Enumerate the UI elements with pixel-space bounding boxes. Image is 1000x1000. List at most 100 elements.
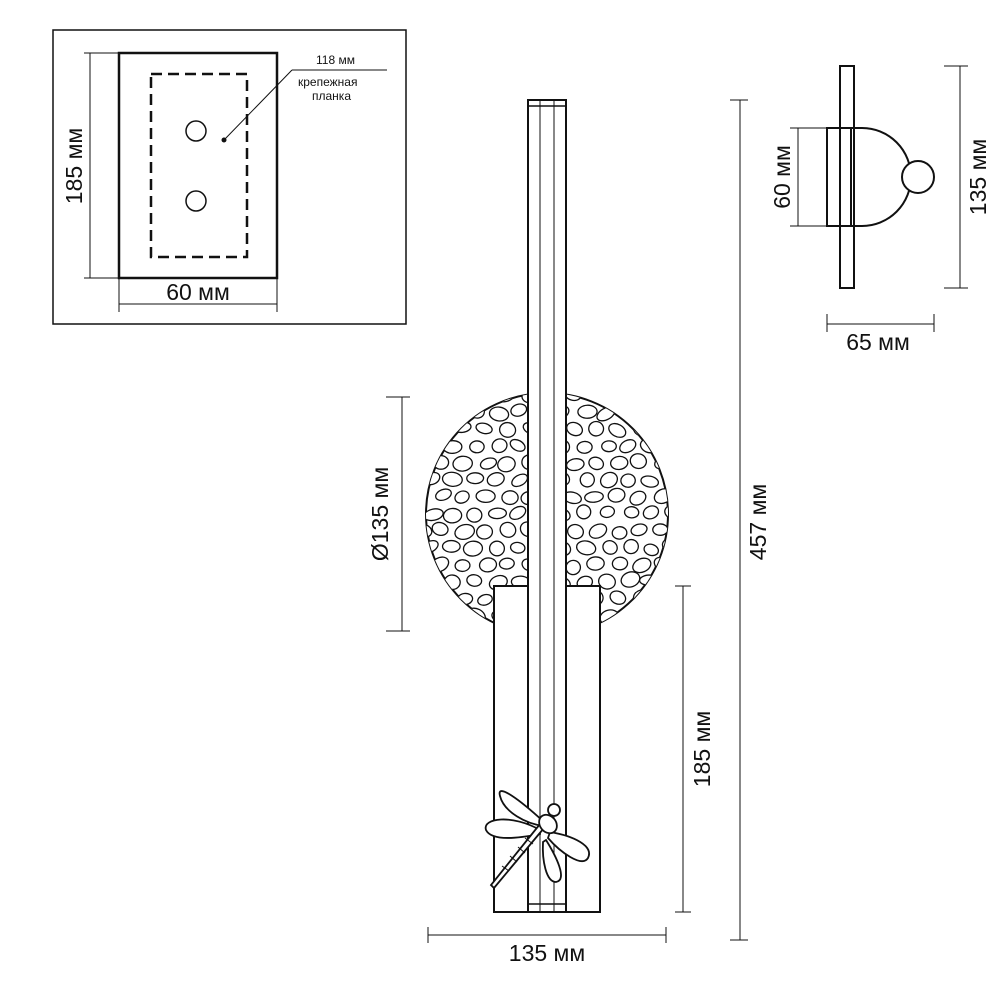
pebble — [652, 624, 668, 635]
dragonfly-head — [547, 803, 561, 817]
pebble — [601, 440, 617, 453]
pebble — [487, 507, 508, 520]
pebble — [566, 421, 584, 437]
pebble — [663, 439, 668, 454]
pebble — [608, 422, 627, 438]
side-base-block — [826, 127, 852, 227]
pebble — [432, 420, 450, 437]
pebble — [441, 471, 463, 488]
pebble — [462, 540, 484, 557]
dragonfly-wing-upper-left — [498, 790, 545, 828]
pebble — [501, 490, 519, 506]
pebble — [576, 540, 597, 556]
pebble — [588, 456, 605, 471]
pebble — [442, 507, 463, 524]
pebble — [476, 524, 494, 540]
pebble — [426, 610, 439, 626]
pebble — [576, 504, 592, 520]
pebble — [408, 624, 427, 642]
pebble — [510, 403, 528, 417]
pebble — [588, 523, 608, 539]
pebble — [586, 556, 605, 571]
mount-label-line1: крепежная — [298, 75, 357, 89]
pebble — [452, 455, 473, 472]
pebble — [643, 543, 660, 557]
pebble — [609, 590, 627, 605]
pebble — [498, 421, 517, 438]
pebble — [431, 521, 449, 536]
pebble — [620, 473, 636, 488]
pebble — [602, 539, 618, 555]
pebble — [466, 472, 485, 485]
pebble — [664, 504, 668, 520]
disc-diameter-label: Ø135 мм — [367, 467, 393, 561]
screw-hole-bottom — [185, 190, 207, 212]
pebble — [629, 453, 648, 470]
width-label: 135 мм — [509, 940, 585, 966]
pebble — [629, 626, 651, 635]
front-view: Ø135 мм 185 мм 457 мм 135 мм — [367, 99, 771, 966]
mount-label-line2: планка — [312, 89, 351, 103]
pebble — [620, 610, 636, 625]
side-view: 60 мм 135 мм 65 мм — [769, 65, 991, 355]
pebble — [498, 557, 515, 570]
pebble — [475, 422, 493, 435]
pebble — [642, 407, 659, 421]
side-overall-height-label: 135 мм — [965, 139, 991, 215]
pebble — [599, 505, 616, 519]
pebble — [623, 538, 639, 555]
pebble — [486, 472, 505, 487]
pebble — [579, 472, 595, 488]
pebble — [488, 406, 510, 422]
pebble — [476, 393, 493, 403]
side-height-label: 60 мм — [769, 145, 795, 209]
pebble — [599, 471, 619, 489]
pebble — [431, 393, 453, 401]
side-knob — [901, 160, 935, 194]
pebble — [509, 541, 526, 554]
base-height-label: 185 мм — [689, 711, 715, 787]
pebble — [640, 475, 660, 488]
pebble — [588, 420, 605, 437]
pebble — [426, 393, 428, 402]
pebble — [610, 628, 628, 635]
pebble — [453, 393, 473, 402]
dragonfly-wing-lower-left — [484, 818, 541, 839]
pebble — [454, 625, 476, 635]
pebble — [426, 575, 441, 591]
pebble — [469, 440, 485, 454]
side-depth-label: 65 мм — [846, 329, 910, 355]
screw-hole-top — [185, 120, 207, 142]
pebble — [611, 556, 629, 571]
pebble — [620, 571, 641, 588]
pebble — [426, 558, 430, 572]
pebble — [567, 523, 584, 540]
pebble — [426, 592, 429, 607]
pebble — [660, 404, 668, 422]
pebble — [475, 489, 496, 504]
dragonfly-wing-lower-right — [541, 838, 562, 883]
mount-leader — [223, 69, 293, 141]
pebble — [491, 438, 508, 454]
plate-outline — [117, 51, 279, 280]
pebble — [441, 539, 461, 553]
pebble — [454, 559, 471, 573]
pebble — [426, 437, 442, 452]
pebble — [435, 488, 452, 502]
pebble — [466, 574, 483, 587]
pebble — [642, 505, 660, 520]
pebble — [653, 422, 668, 438]
pebble — [611, 526, 628, 540]
pebble — [619, 439, 637, 454]
pebble — [629, 490, 647, 506]
pebble — [607, 487, 626, 503]
pebble — [426, 458, 429, 470]
pebble — [454, 490, 470, 504]
pebble — [509, 438, 526, 452]
pebble — [630, 523, 648, 537]
inset-width-label: 60 мм — [166, 279, 230, 305]
pebble — [633, 393, 650, 402]
pebble — [443, 607, 463, 621]
pebble — [623, 506, 640, 519]
